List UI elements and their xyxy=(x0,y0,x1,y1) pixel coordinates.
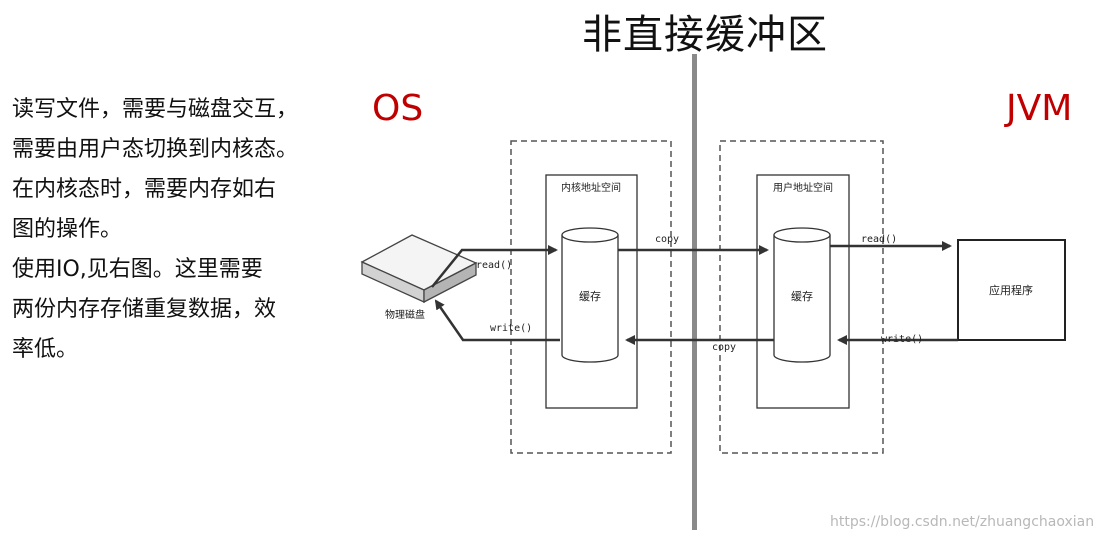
kernel-dashed-box xyxy=(510,140,672,454)
description-line: 使用IO,见右图。这里需要 xyxy=(12,257,263,282)
copy-label-2: copy xyxy=(712,342,736,353)
disk-icon xyxy=(360,234,478,304)
description-line: 在内核态时，需要内存如右 xyxy=(12,177,277,202)
description-line: 图的操作。 xyxy=(12,217,123,242)
description-line: 两份内存存储重复数据，效 xyxy=(12,297,277,322)
application-label: 应用程序 xyxy=(989,283,1033,297)
jvm-label: JVM xyxy=(1006,88,1073,129)
read-label-2: read() xyxy=(861,234,897,245)
watermark: https://blog.csdn.net/zhuangchaoxian xyxy=(830,514,1095,530)
copy-label-1: copy xyxy=(655,234,679,245)
divider-line xyxy=(692,54,697,530)
os-label: OS xyxy=(372,88,424,129)
description-line: 读写文件，需要与磁盘交互， xyxy=(12,97,299,122)
application-box xyxy=(957,239,1066,341)
write-arrow-kernel-to-disk xyxy=(434,299,560,342)
write-label-2: write() xyxy=(881,334,923,345)
disk-label: 物理磁盘 xyxy=(385,308,425,321)
page-title: 非直接缓冲区 xyxy=(582,12,828,58)
description-line: 率低。 xyxy=(12,337,79,362)
user-dashed-box xyxy=(719,140,884,454)
read-arrow-disk-to-kernel xyxy=(431,245,558,288)
read-label-1: read() xyxy=(476,260,512,271)
kernel-space-label: 内核地址空间 xyxy=(561,181,621,194)
description-text: 读写文件，需要与磁盘交互， 需要由用户态切换到内核态。 在内核态时，需要内存如右… xyxy=(12,90,342,370)
kernel-buffer-cylinder xyxy=(561,227,619,363)
description-line: 需要由用户态切换到内核态。 xyxy=(12,137,299,162)
user-buffer-label: 缓存 xyxy=(791,289,813,303)
user-buffer-cylinder xyxy=(773,227,831,363)
user-space-label: 用户地址空间 xyxy=(773,181,833,194)
kernel-buffer-label: 缓存 xyxy=(579,289,601,303)
write-label-1: write() xyxy=(490,323,532,334)
